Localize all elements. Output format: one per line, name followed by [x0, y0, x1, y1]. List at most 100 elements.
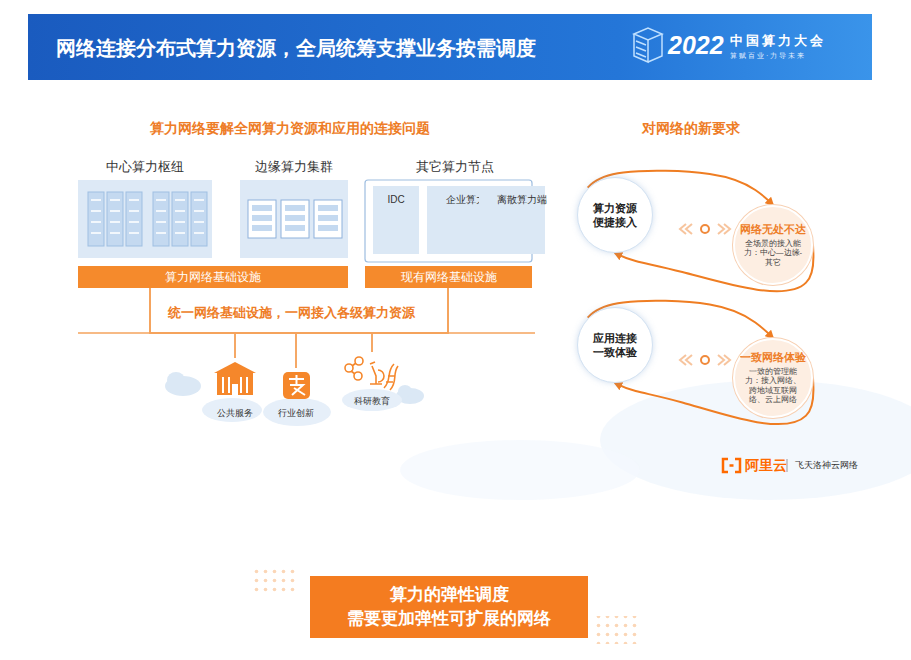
server-rack [194, 232, 204, 234]
compute-node: 离散算力端 [479, 186, 545, 254]
public-service-icon [214, 362, 256, 395]
server-rack [156, 210, 166, 212]
server-rack [156, 232, 166, 234]
node-label: 算力网络基础设施 [165, 269, 261, 286]
server-rack [126, 192, 142, 246]
node-label: 网络无处不达 [740, 223, 806, 237]
research-icon [351, 363, 356, 374]
dot-pattern [596, 616, 641, 644]
server-unit [248, 200, 342, 238]
aliyun-logo [723, 459, 740, 472]
node-label: 公共服务 [217, 407, 253, 420]
server-rack [129, 221, 139, 223]
caption-box: 算力的弹性调度 需要更加弹性可扩展的网络 [310, 576, 588, 638]
node-body: 全场景的接入能力：中心—边缘-其它 [743, 239, 803, 267]
server-rack [91, 210, 101, 212]
title-banner [28, 14, 872, 80]
server-unit [252, 215, 272, 221]
link-symbol [680, 224, 692, 234]
requirement-circle: 应用连接一致体验 [577, 307, 653, 383]
node-body: 一致的管理能力：接入网络、跨地域互联网络、云上网络 [743, 367, 803, 405]
server-unit [314, 200, 342, 238]
research-icon [345, 357, 398, 390]
public-service-icon [214, 362, 256, 373]
server-unit [252, 225, 272, 231]
label-text: 中国算力大会 [730, 32, 826, 50]
server-rack [172, 192, 188, 246]
slide-ground [400, 440, 640, 500]
server-unit [285, 215, 305, 221]
label-text: 2022 [668, 31, 724, 60]
cloud [165, 372, 424, 426]
server-rack [88, 192, 104, 246]
caption-text: 算力的弹性调度 需要更加弹性可扩展的网络 [310, 583, 588, 631]
server-rack [175, 199, 185, 201]
node-label: 行业创新 [278, 407, 314, 420]
node-label: 其它算力节点 [365, 158, 545, 176]
logo-cube [634, 34, 648, 62]
public-service-icon [217, 373, 253, 395]
server-rack [88, 192, 207, 246]
label-text: 算力网络要解全网算力资源和应用的连接问题 [150, 120, 430, 138]
application-node: 公共服务 [205, 358, 265, 420]
requirement-circle: 算力资源便捷接入 [577, 177, 653, 253]
server-rack [91, 221, 101, 223]
connector [150, 288, 296, 368]
network-circle: 网络无处不达全场景的接入能力：中心—边缘-其它 [733, 205, 813, 285]
application-node: 行业创新 [268, 368, 324, 420]
cloud [263, 398, 331, 426]
server-unit [285, 225, 305, 231]
server-unit [252, 205, 272, 211]
dot-pattern [250, 565, 295, 593]
server-unit [281, 200, 309, 238]
compute-node: IDC [373, 186, 419, 254]
node-group: 其它算力节点 IDC 企业算力离散算力端 [365, 158, 545, 262]
label-text: 算赋百业·力导未来 [730, 51, 806, 61]
connector [235, 288, 448, 358]
node-label: 现有网络基础设施 [401, 269, 497, 286]
server-rack [194, 221, 204, 223]
logo-cube [636, 41, 646, 57]
node-label: 企业算力 [446, 194, 468, 206]
node-label: 中心算力枢纽 [78, 158, 212, 176]
logo-cube [648, 34, 662, 62]
industry-icon [283, 372, 310, 399]
node-label: 一致网络体验 [740, 351, 806, 365]
server-rack [156, 199, 166, 201]
node-label: 应用连接一致体验 [592, 331, 638, 360]
server-rack [110, 221, 120, 223]
server-rack [194, 210, 204, 212]
compute-node: 企业算力 [427, 186, 487, 254]
title-banner [28, 14, 872, 80]
slide-ground [28, 14, 911, 500]
server-rack [129, 232, 139, 234]
infrastructure-band: 现有网络基础设施 [365, 266, 532, 288]
node-label: 算力资源便捷接入 [592, 201, 638, 230]
public-service-icon [232, 384, 238, 395]
connector [150, 288, 235, 358]
server-rack [129, 199, 139, 201]
research-icon [384, 364, 398, 390]
logo-cube [634, 28, 662, 62]
server-unit [318, 215, 338, 221]
server-rack [91, 232, 101, 234]
server-rack [156, 221, 166, 223]
link-symbol [718, 355, 730, 365]
label-text: 飞天洛神云网络 [795, 460, 858, 472]
node-group: 边缘算力集群 [240, 158, 348, 258]
link-symbol [718, 224, 730, 234]
edge-panel [240, 180, 348, 258]
research-icon [370, 362, 384, 384]
label-text: 对网络的新要求 [642, 120, 740, 138]
server-rack [110, 199, 120, 201]
network-circle: 一致网络体验一致的管理能力：接入网络、跨地域互联网络、云上网络 [733, 338, 813, 418]
link-symbol [680, 355, 692, 365]
server-rack [175, 221, 185, 223]
server-unit [318, 205, 338, 211]
industry-icon [289, 375, 305, 395]
server-rack [175, 232, 185, 234]
cloud [167, 372, 185, 388]
